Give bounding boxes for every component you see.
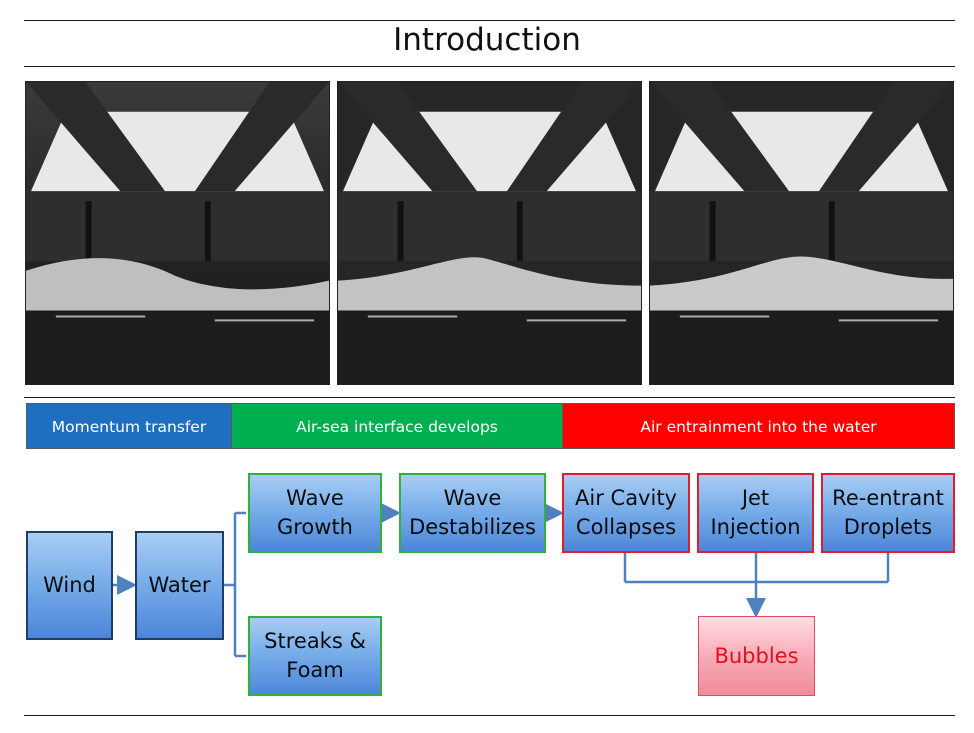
node-bubbles-label: Bubbles	[714, 643, 799, 668]
node-air-cavity-line2: Collapses	[575, 515, 677, 539]
node-jet-injection: Jet Injection	[697, 473, 814, 553]
node-water: Water	[135, 531, 224, 640]
node-wave-destabilizes: Wave Destabilizes	[399, 473, 546, 553]
node-bubbles: Bubbles	[698, 616, 815, 696]
node-wind-label: Wind	[43, 573, 96, 597]
photo-frame-1	[25, 81, 330, 385]
node-jet-injection-line2: Injection	[710, 515, 801, 539]
node-air-cavity-collapses: Air Cavity Collapses	[562, 473, 690, 553]
phase-rule	[24, 397, 955, 398]
node-streaks-foam: Streaks & Foam	[248, 616, 382, 696]
bottom-rule	[24, 715, 955, 716]
node-wave-growth-line2: Growth	[276, 515, 353, 539]
node-wind: Wind	[26, 531, 113, 640]
node-streaks-foam-line1: Streaks &	[264, 629, 366, 653]
node-wave-destabilizes-line2: Destabilizes	[409, 515, 536, 539]
node-wave-growth-line1: Wave	[286, 486, 344, 510]
title-rule	[24, 66, 955, 67]
node-air-cavity-line1: Air Cavity	[575, 486, 677, 510]
photo-frame-2	[337, 81, 642, 385]
top-rule	[24, 20, 955, 21]
node-reentrant-line1: Re-entrant	[832, 486, 944, 510]
phase-air-entrainment: Air entrainment into the water	[562, 403, 955, 449]
node-reentrant-line2: Droplets	[843, 515, 933, 539]
photo-frame-3	[649, 81, 954, 385]
phase-momentum-transfer: Momentum transfer	[26, 403, 232, 449]
phase-air-sea-interface: Air-sea interface develops	[231, 403, 563, 449]
node-water-label: Water	[148, 573, 211, 597]
node-wave-destabilizes-line1: Wave	[443, 486, 502, 510]
node-streaks-foam-line2: Foam	[286, 658, 344, 682]
node-reentrant-droplets: Re-entrant Droplets	[821, 473, 955, 553]
node-wave-growth: Wave Growth	[248, 473, 382, 553]
slide-title: Introduction	[393, 22, 581, 58]
node-jet-injection-line1: Jet	[741, 486, 770, 510]
